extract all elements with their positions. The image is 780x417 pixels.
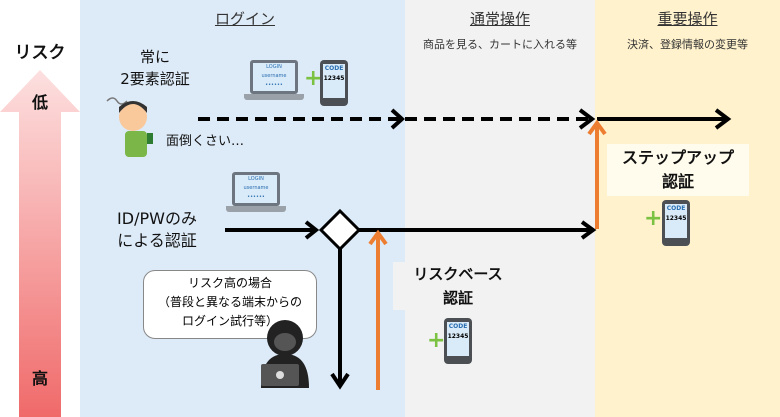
code-phone-icon: CODE 12345	[444, 318, 472, 364]
hacker-icon	[261, 320, 309, 388]
idpw-line1: ID/PWのみ	[117, 209, 197, 228]
plus-icon: +	[427, 328, 446, 353]
normal-operation-header: 通常操作	[469, 10, 530, 28]
laptop-username: username	[243, 185, 269, 191]
normal-operation-subtitle: 商品を見る、カートに入れる等	[423, 38, 577, 51]
risk-high-label: 高	[31, 369, 48, 388]
risk-based-auth-label: リスクベース 認証	[393, 262, 523, 310]
always-2fa-label: 常に 2要素認証	[95, 46, 215, 90]
idpw-label: ID/PWのみ による認証	[92, 208, 222, 252]
code-phone-icon: CODE 12345	[662, 200, 690, 246]
login-header: ログイン	[214, 10, 275, 28]
high-risk-line1: リスク高の場合	[187, 276, 272, 290]
plus-icon: +	[304, 66, 323, 91]
always-2fa-line2: 2要素認証	[120, 70, 190, 88]
tired-user-icon	[106, 97, 153, 157]
two-factor-dashed-arrow	[198, 108, 732, 130]
risk-arrow-icon	[0, 70, 80, 417]
high-risk-line2: （普段と異なる端末からの	[157, 295, 302, 309]
risk-decision-diamond	[318, 208, 362, 252]
risk-based-line2: 認証	[442, 289, 473, 307]
always-2fa-line1: 常に	[139, 48, 170, 66]
idpw-laptop-icon: LOGIN username ••••••	[226, 172, 286, 214]
phone-code-value: 12345	[665, 215, 687, 222]
high-risk-line3: ログイン試行等）	[181, 314, 278, 328]
laptop-login-label: LOGIN	[248, 176, 264, 182]
laptop-password: ••••••	[265, 82, 283, 88]
idpw-arrow	[225, 208, 597, 390]
step-up-auth-label: ステップアップ 認証	[607, 144, 749, 196]
step-up-line1: ステップアップ	[621, 148, 734, 167]
orange-step-arrows	[368, 119, 607, 390]
risk-low-label: 低	[31, 93, 48, 112]
normal-operation-column	[405, 0, 595, 417]
idpw-line2: による認証	[117, 231, 197, 250]
code-phone-icon: CODE 12345	[320, 60, 348, 106]
risk-label: リスク	[14, 43, 66, 63]
annoyed-comment: 面倒くさい…	[166, 134, 245, 149]
login-laptop-icon: LOGIN username ••••••	[244, 60, 304, 102]
step-up-line2: 認証	[661, 172, 694, 191]
phone-code-value: 12345	[447, 333, 469, 340]
important-operation-subtitle: 決済、登録情報の変更等	[627, 38, 748, 51]
laptop-password: ••••••	[247, 194, 265, 200]
risk-based-line1: リスクベース	[413, 265, 503, 283]
phone-code-label: CODE	[666, 205, 686, 212]
important-operation-header: 重要操作	[657, 10, 718, 28]
plus-icon: +	[644, 206, 663, 231]
phone-code-label: CODE	[324, 65, 344, 72]
phone-code-label: CODE	[448, 323, 468, 330]
laptop-login-label: LOGIN	[266, 64, 282, 70]
phone-code-value: 12345	[323, 75, 345, 82]
laptop-username: username	[261, 73, 287, 79]
